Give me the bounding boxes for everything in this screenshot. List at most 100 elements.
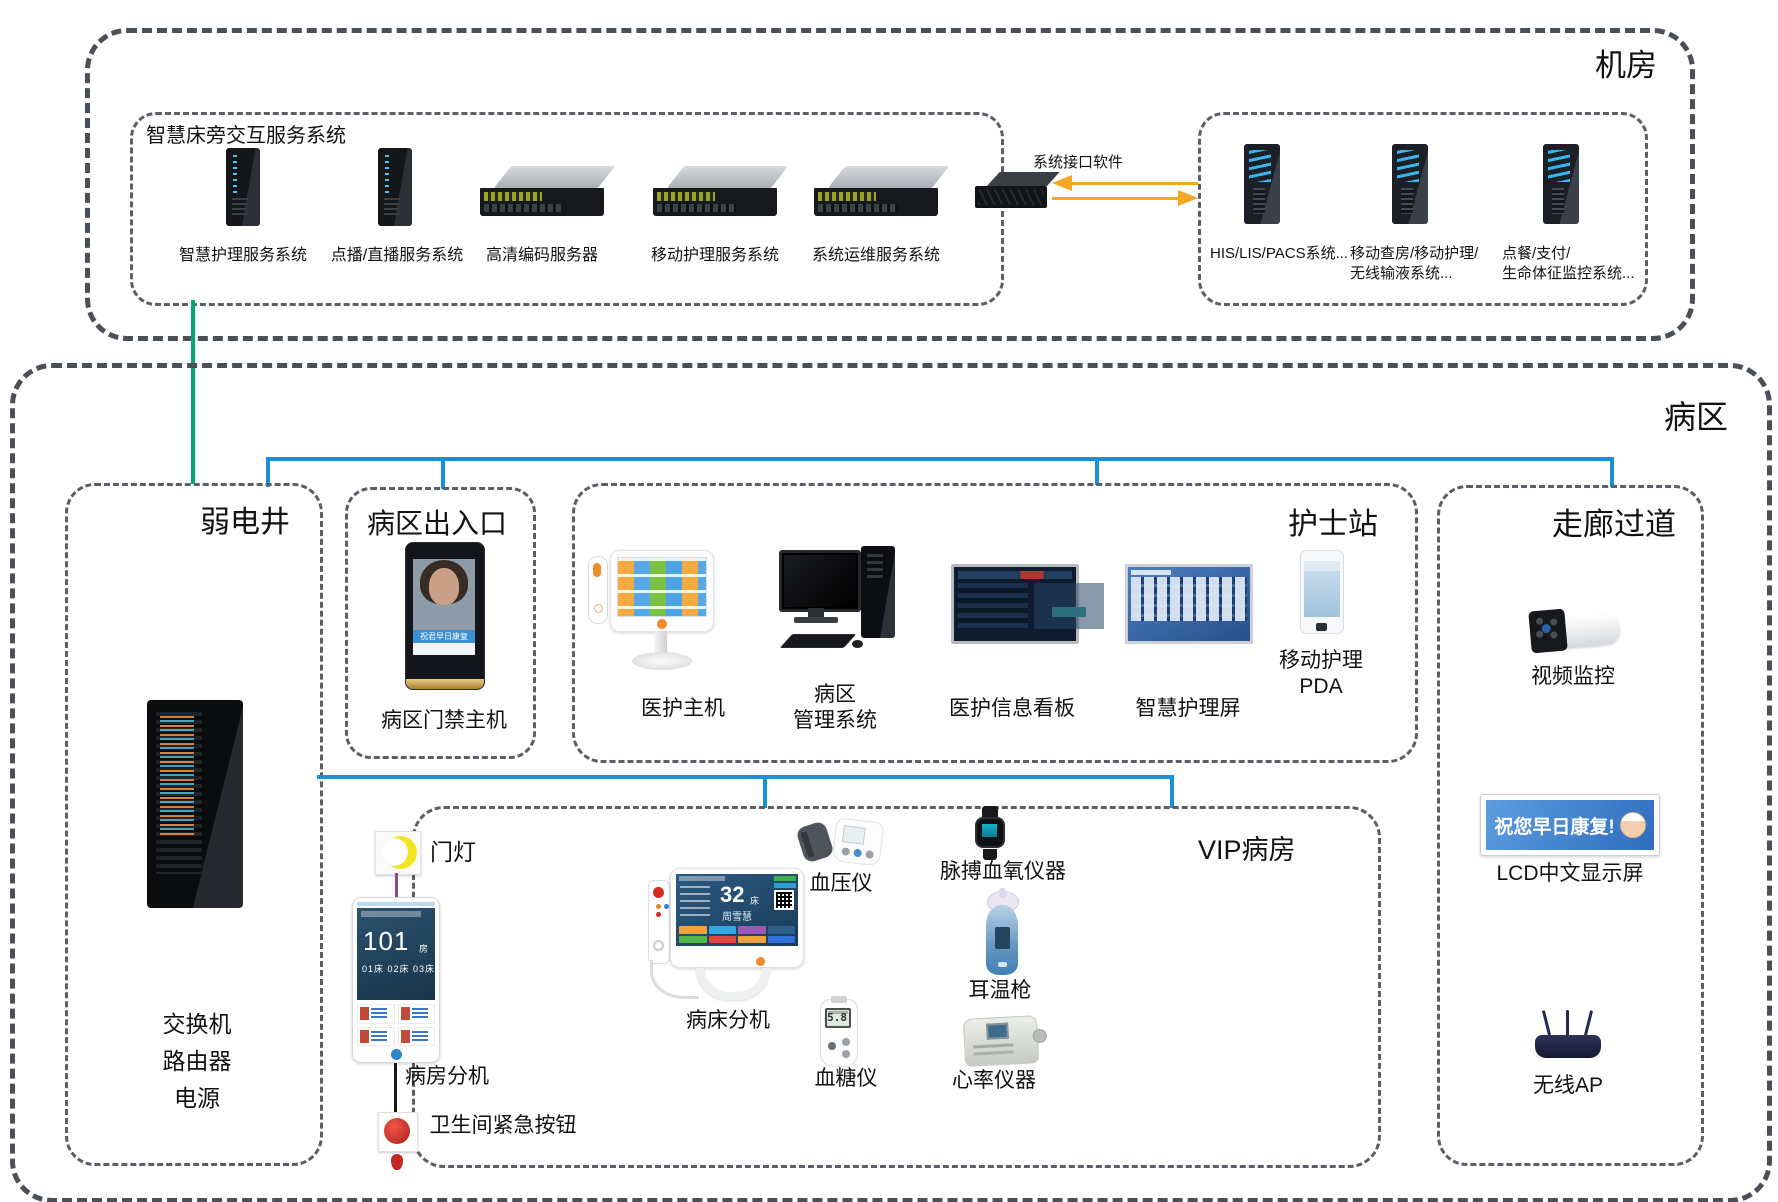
- patient-name-text: 周雪慧: [722, 912, 752, 923]
- staff-card: [357, 1026, 395, 1046]
- ear-thermometer-icon: [983, 888, 1021, 977]
- ward-entrance-box: [345, 487, 536, 759]
- bed-number-text: 32: [720, 882, 745, 907]
- access-terminal-icon: 祝君早日康复: [405, 542, 485, 690]
- weak-current-well-box: [65, 483, 323, 1166]
- smart-care-screen-icon: [1125, 564, 1253, 644]
- nurse-station-box: [572, 483, 1418, 763]
- data-flow-arrow-right: [1052, 190, 1198, 206]
- nurse-cartoon-icon: [1619, 812, 1646, 838]
- corridor-box: [1437, 485, 1704, 1166]
- uplink-green-line: [191, 300, 195, 484]
- staff-card: [397, 1004, 435, 1024]
- ward-pc-monitor-stand: [808, 608, 824, 617]
- server-icon-ops: [814, 166, 950, 218]
- bed-unit-text: 床: [750, 896, 760, 906]
- nurse-host-base: [632, 652, 692, 670]
- hospital-systems-box: [1198, 112, 1648, 306]
- server-icon-hd-encoder: [480, 166, 616, 218]
- server-label: HIS/LIS/PACS系统...: [1210, 245, 1349, 262]
- server-icon-ordering: [1543, 144, 1579, 224]
- ward-entrance-title: 病区出入口: [367, 508, 508, 539]
- lcd-label: LCD中文显示屏: [1496, 862, 1644, 885]
- server-label: 移动护理服务系统: [650, 247, 779, 264]
- access-terminal-screen-text: 祝君早日康复: [413, 630, 475, 643]
- data-flow-arrow-left: [1052, 175, 1198, 191]
- server-icon-vod: [378, 148, 412, 226]
- ward-pc-mouse-icon: [852, 640, 863, 648]
- emergency-pull-cord-icon: [391, 1154, 403, 1170]
- vip-room-title: VIP病房: [1198, 835, 1296, 865]
- bedside-system-box: [130, 112, 1004, 306]
- server-icon-mobile-care: [653, 166, 789, 218]
- trunk-drop-corridor: [1610, 457, 1614, 487]
- ward-box: [10, 363, 1772, 1202]
- server-label: 移动查房/移动护理/ 无线输液系统...: [1350, 245, 1479, 283]
- nurse-device-label: 医护主机: [641, 697, 725, 720]
- pulse-oximeter-icon: [975, 806, 1005, 860]
- bed-extension-handset-icon: [648, 880, 670, 964]
- network-cabinet-icon: [147, 700, 243, 908]
- server-label: 点餐/支付/ 生命体征监控系统...: [1502, 245, 1635, 283]
- server-icon-his: [1244, 144, 1280, 224]
- cctv-camera-icon: [1528, 608, 1622, 658]
- cabinet-label: 交换机 路由器 电源: [162, 1011, 232, 1111]
- ear-thermometer-label: 耳温枪: [968, 979, 1032, 1002]
- cctv-label: 视频监控: [1531, 665, 1615, 688]
- ward-pc-monitor-base: [794, 617, 838, 623]
- room-extension-wire: [394, 1063, 397, 1112]
- trunk-drop-weakwell: [266, 457, 270, 487]
- nurse-station-title: 护士站: [1288, 508, 1378, 541]
- nurse-host-icon: [610, 550, 714, 632]
- nurse-device-label: 病区 管理系统: [793, 683, 877, 733]
- glucose-meter-label: 血糖仪: [814, 1067, 878, 1090]
- room-number-text: 101: [363, 926, 410, 956]
- nurse-host-handset-icon: [588, 556, 608, 624]
- room-extension-icon: 101 房 01床 02床 03床: [352, 897, 440, 1063]
- staff-card: [397, 1026, 435, 1046]
- machine-room-title: 机房: [1595, 48, 1657, 83]
- room-unit-text: 房: [419, 944, 429, 954]
- corridor-title: 走廊过道: [1552, 507, 1676, 542]
- door-light-wire: [395, 873, 398, 899]
- server-label: 系统运维服务系统: [811, 247, 940, 264]
- toilet-emergency-button-icon: [378, 1112, 418, 1152]
- server-label: 点播/直播服务系统: [330, 247, 464, 264]
- room-beds-text: 01床 02床 03床: [362, 964, 435, 974]
- wireless-ap-icon: [1535, 1010, 1601, 1058]
- lcd-display-icon: 祝您早日康复!: [1480, 794, 1660, 856]
- blood-pressure-monitor-icon: [795, 816, 885, 868]
- bed-extension-icon: 32 床 周雪慧: [648, 868, 804, 1012]
- ward-pc-keyboard-icon: [779, 634, 857, 648]
- door-light-icon: [375, 831, 421, 875]
- server-icon-smart-care: [226, 148, 260, 226]
- ward-title: 病区: [1664, 399, 1729, 435]
- access-terminal-label: 病区门禁主机: [381, 709, 507, 732]
- interface-gateway-icon: [975, 172, 1060, 210]
- ward-pc-tower-icon: [861, 546, 895, 638]
- server-label: 高清编码服务器: [485, 247, 598, 264]
- ward-pc-monitor-icon: [779, 550, 861, 612]
- staff-card: [357, 1004, 395, 1024]
- blood-pressure-label: 血压仪: [809, 872, 873, 895]
- pulse-oximeter-label: 脉搏血氧仪器: [940, 860, 1066, 883]
- server-label: 智慧护理服务系统: [178, 247, 307, 264]
- heart-rate-device-icon: [962, 1015, 1048, 1067]
- wireless-ap-label: 无线AP: [1532, 1074, 1603, 1097]
- interface-software-label: 系统接口软件: [1032, 154, 1123, 171]
- info-board-icon: [951, 564, 1079, 644]
- glucose-meter-icon: 5.8: [820, 996, 858, 1067]
- weak-current-well-title: 弱电井: [200, 506, 290, 539]
- bed-extension-label: 病床分机: [686, 1009, 770, 1032]
- nurse-device-label: 智慧护理屏: [1135, 697, 1241, 720]
- lcd-screen-text: 祝您早日康复!: [1494, 816, 1615, 838]
- bedside-system-title: 智慧床旁交互服务系统: [146, 125, 346, 147]
- glucose-value-text: 5.8: [825, 1008, 851, 1028]
- trunk-drop-vip-right: [1170, 775, 1174, 808]
- nurse-device-label: 移动护理 PDA: [1279, 649, 1363, 699]
- qr-code-icon: [774, 890, 794, 910]
- room-extension-label: 病房分机: [405, 1065, 489, 1088]
- trunk-drop-nurse: [1095, 457, 1099, 485]
- server-icon-mobile-rounds: [1392, 144, 1428, 224]
